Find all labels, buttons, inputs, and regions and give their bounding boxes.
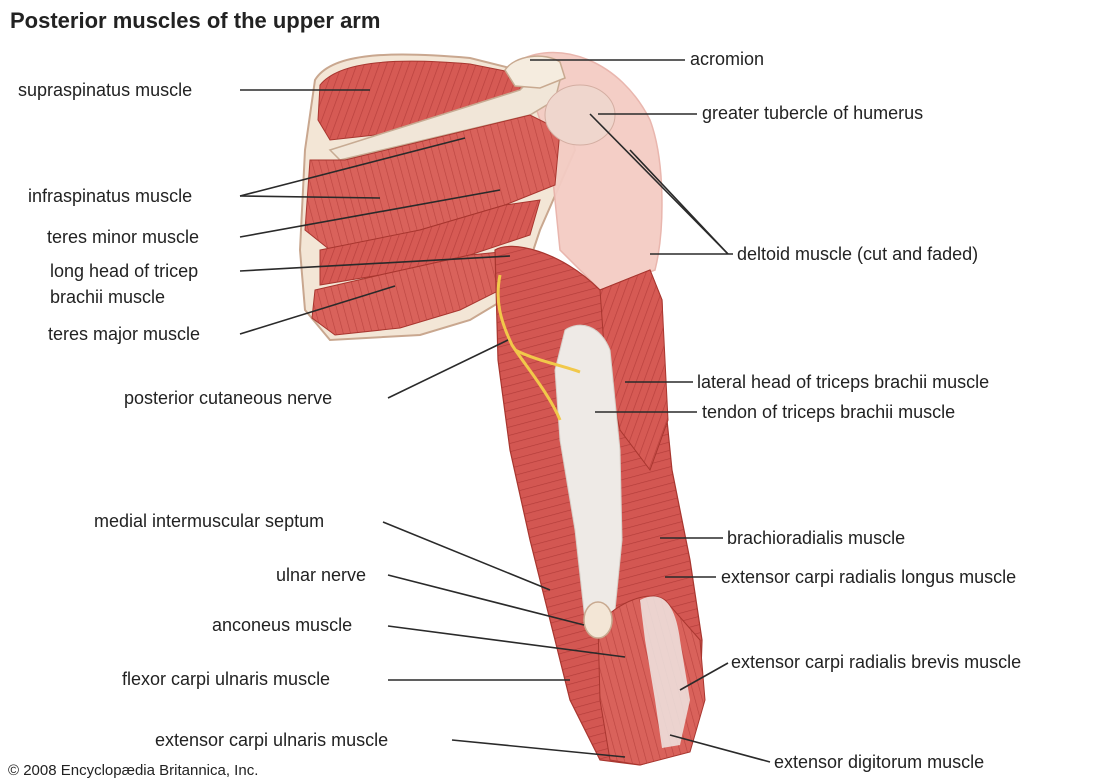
label-long-head-line1: long head of tricep xyxy=(50,260,198,282)
label-tendon-triceps: tendon of triceps brachii muscle xyxy=(702,401,955,423)
label-lateral-head: lateral head of triceps brachii muscle xyxy=(697,371,989,393)
label-ulnar-nerve: ulnar nerve xyxy=(276,564,366,586)
label-ecu: extensor carpi ulnaris muscle xyxy=(155,729,388,751)
label-medial-septum: medial intermuscular septum xyxy=(94,510,324,532)
label-fcu: flexor carpi ulnaris muscle xyxy=(122,668,330,690)
label-ecr-longus: extensor carpi radialis longus muscle xyxy=(721,566,1016,588)
humeral-head-shape xyxy=(545,85,615,145)
label-acromion: acromion xyxy=(690,48,764,70)
label-teres-minor: teres minor muscle xyxy=(47,226,199,248)
label-infraspinatus: infraspinatus muscle xyxy=(28,185,192,207)
label-ecr-brevis: extensor carpi radialis brevis muscle xyxy=(731,651,1021,673)
label-deltoid: deltoid muscle (cut and faded) xyxy=(737,243,978,265)
label-extensor-digitorum: extensor digitorum muscle xyxy=(774,751,984,773)
copyright-notice: © 2008 Encyclopædia Britannica, Inc. xyxy=(8,762,258,779)
label-anconeus: anconeus muscle xyxy=(212,614,352,636)
label-greater-tubercle: greater tubercle of humerus xyxy=(702,102,923,124)
label-teres-major: teres major muscle xyxy=(48,323,200,345)
label-brachioradialis: brachioradialis muscle xyxy=(727,527,905,549)
label-supraspinatus: supraspinatus muscle xyxy=(18,79,192,101)
label-posterior-cutaneous: posterior cutaneous nerve xyxy=(124,387,332,409)
page-title: Posterior muscles of the upper arm xyxy=(10,8,380,34)
label-long-head-line2: brachii muscle xyxy=(50,286,165,308)
olecranon-shape xyxy=(584,602,612,638)
leader-posterior-cutaneous xyxy=(388,340,508,398)
